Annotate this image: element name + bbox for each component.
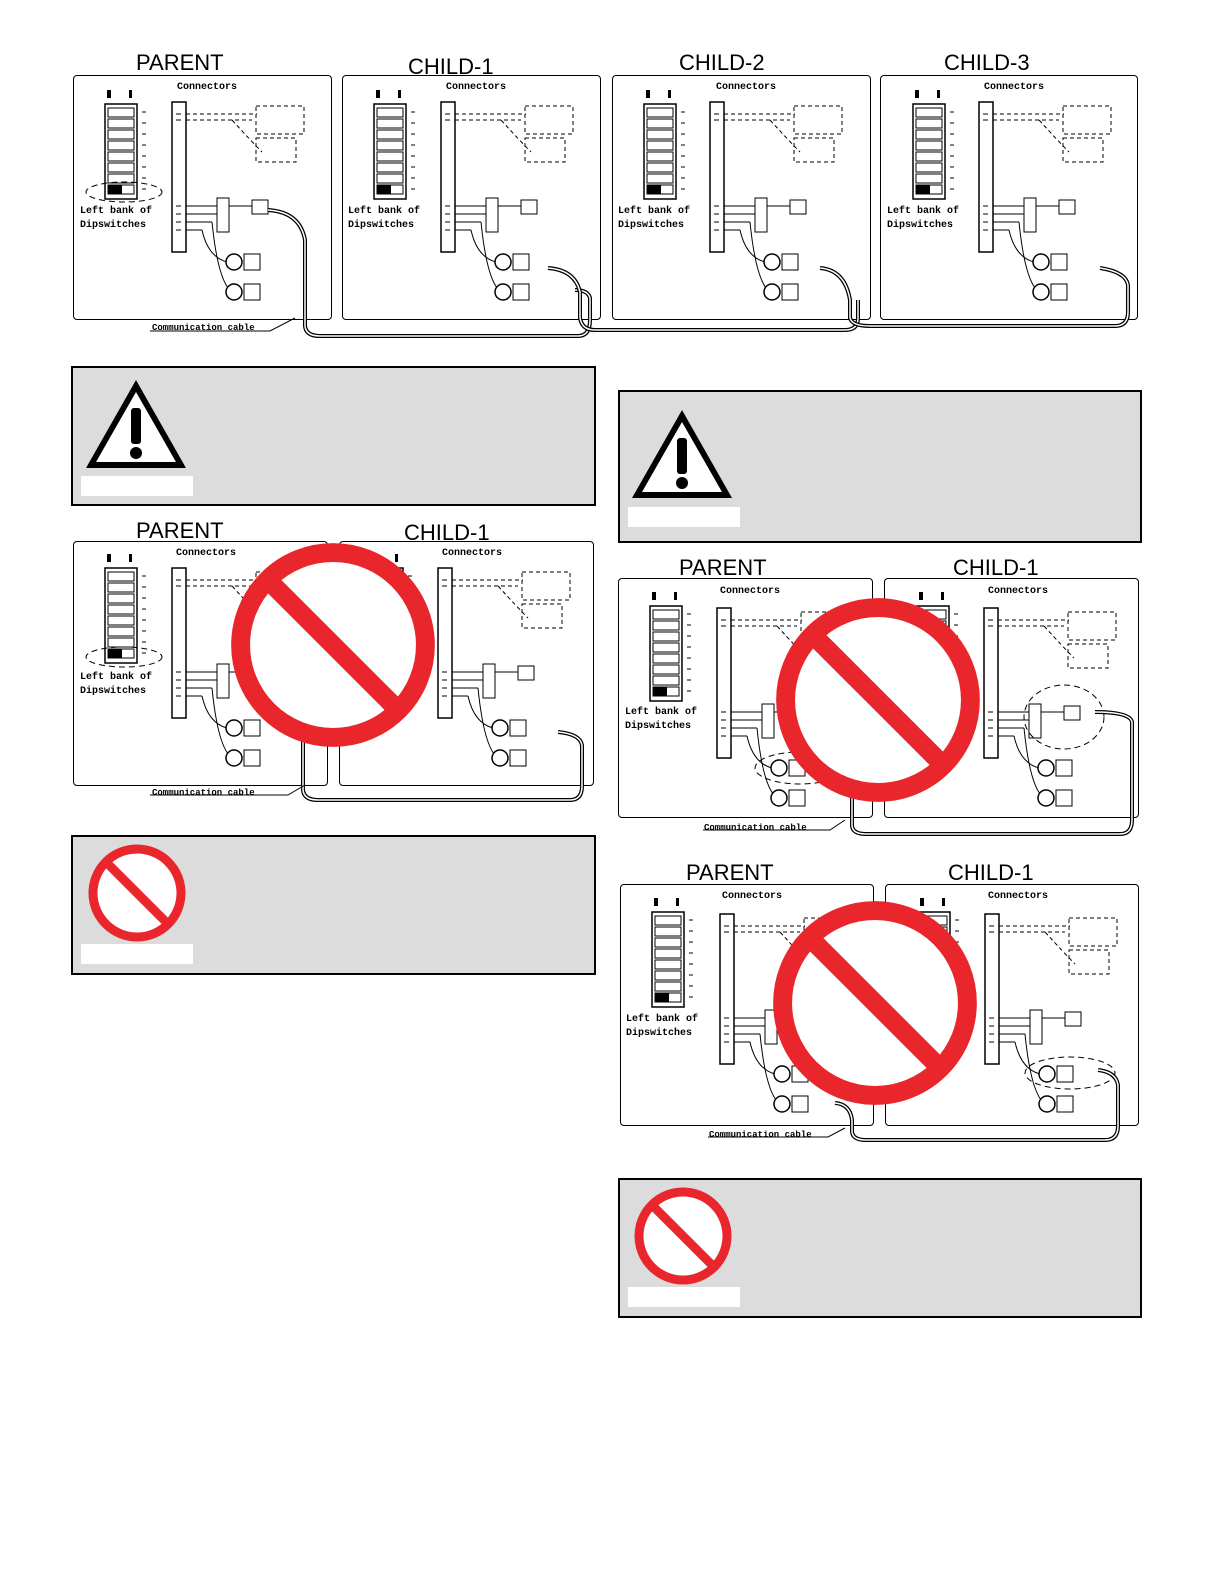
prohibited-sign-overlay (241, 553, 426, 738)
connectors-label: Connectors (446, 82, 507, 93)
dip-switch-bank (649, 591, 692, 702)
connector-strip (983, 607, 1117, 807)
dip-switch-bank (373, 89, 416, 200)
connectors-label: Connectors (177, 82, 238, 93)
unit-title-parent: PARENT (136, 50, 224, 75)
connectors-label: Connectors (988, 586, 1049, 597)
panel-tab (81, 476, 193, 496)
connector-strip (984, 913, 1118, 1113)
connector-highlight (1023, 684, 1105, 750)
connector-strip (709, 101, 843, 301)
connectors-label: Connectors (722, 891, 783, 902)
unit-title-child-2: CHILD-2 (679, 50, 765, 75)
dip-highlight (85, 181, 163, 203)
connectors-label: Connectors (176, 548, 237, 559)
dip-label: Left bank of (887, 206, 960, 217)
connector-strip (437, 567, 571, 767)
panel-tab (628, 507, 740, 527)
unit-title-child-1: CHILD-1 (953, 555, 1039, 580)
unit-title-child-1: CHILD-1 (408, 54, 494, 79)
connectors-label: Connectors (720, 586, 781, 597)
dip-label: Dipswitches (80, 220, 147, 231)
dip-switch-bank (104, 89, 147, 200)
unit-title-parent: PARENT (686, 860, 774, 885)
unit-title-child-3: CHILD-3 (944, 50, 1030, 75)
cable-label: Communication cable (152, 323, 255, 333)
unit-title-child-1: CHILD-1 (948, 860, 1034, 885)
unit-title-parent: PARENT (679, 555, 767, 580)
dip-label: Dipswitches (348, 220, 415, 231)
dip-label: Left bank of (626, 1014, 699, 1025)
dip-label: Left bank of (80, 206, 153, 217)
dip-switch-bank (912, 89, 955, 200)
prohibited-sign-overlay (783, 911, 968, 1096)
panel-tab (628, 1287, 740, 1307)
warning-icon (632, 410, 732, 498)
unit-title-parent: PARENT (136, 518, 224, 543)
dip-label: Dipswitches (625, 721, 692, 732)
dip-switch-bank (643, 89, 686, 200)
dip-label: Left bank of (348, 206, 421, 217)
cable-label: Communication cable (152, 788, 255, 798)
cable-label: Communication cable (709, 1130, 812, 1140)
prohibited-sign-overlay (786, 608, 971, 793)
unit-title-child-1: CHILD-1 (404, 520, 490, 545)
panel-tab (81, 944, 193, 964)
dip-label: Left bank of (625, 707, 698, 718)
dip-highlight (85, 646, 163, 668)
cable-label: Communication cable (704, 823, 807, 833)
communication-cable (267, 208, 592, 338)
connectors-label: Connectors (984, 82, 1045, 93)
connector-strip (171, 101, 305, 301)
dip-label: Dipswitches (887, 220, 954, 231)
connector-strip (978, 101, 1112, 301)
prohibited-icon (93, 849, 181, 937)
warning-icon (86, 380, 186, 468)
connectors-label: Connectors (988, 891, 1049, 902)
dip-label: Dipswitches (80, 686, 147, 697)
connector-highlight (1024, 1056, 1116, 1090)
connectors-label: Connectors (442, 548, 503, 559)
prohibited-icon (639, 1192, 727, 1280)
dip-switch-bank (651, 897, 694, 1008)
dip-label: Dipswitches (618, 220, 685, 231)
dip-label: Dipswitches (626, 1028, 693, 1039)
dip-label: Left bank of (80, 672, 153, 683)
dip-label: Left bank of (618, 206, 691, 217)
connectors-label: Connectors (716, 82, 777, 93)
